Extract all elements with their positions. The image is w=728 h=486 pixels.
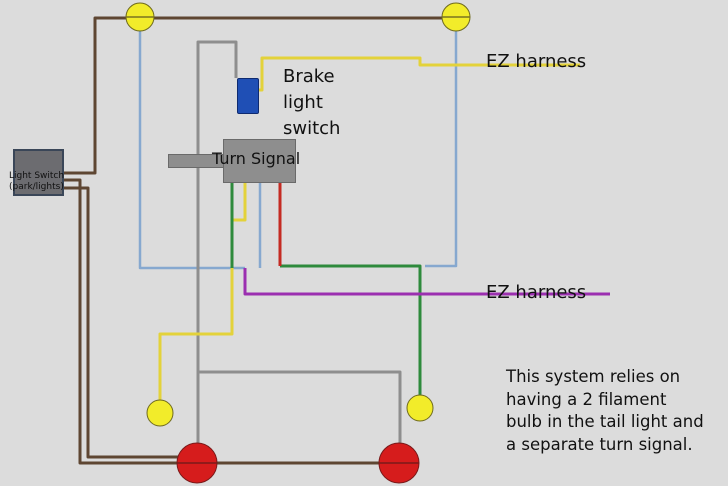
turn-signal-box — [223, 139, 296, 183]
turn-signal-label: Turn Signal — [212, 149, 301, 168]
blue-wire-left — [138, 18, 245, 270]
marker-light-top-right — [441, 2, 471, 32]
brown-wires — [64, 16, 456, 465]
yellow-wire-turn — [158, 183, 247, 410]
marker-light-bottom-left — [146, 399, 174, 427]
ez-harness-top-label: EZ harness — [486, 51, 587, 72]
brown-wire-top — [64, 16, 456, 175]
marker-light-bottom-right — [406, 394, 434, 422]
blue-wires — [138, 18, 458, 270]
yellow-wire-brake — [257, 56, 580, 92]
brown-wire-outer — [64, 178, 410, 465]
tail-light-left — [176, 442, 218, 484]
blue-wire-right — [425, 18, 458, 268]
green-wire — [230, 183, 422, 405]
brown-wire-inner — [64, 186, 190, 459]
gray-wire-main — [196, 40, 238, 463]
brake-switch-label: Brake light switch — [283, 66, 341, 139]
brake-switch-box — [237, 78, 259, 114]
light-switch-box — [13, 149, 64, 196]
light-switch-label: Light Switch (park/lights) — [9, 171, 65, 192]
marker-light-top-left — [125, 2, 155, 32]
yellow-wires — [158, 56, 580, 410]
tail-lights — [176, 442, 420, 484]
marker-lights — [125, 2, 471, 427]
ez-harness-bottom-label: EZ harness — [486, 282, 587, 303]
gray-wires — [196, 40, 402, 463]
system-note: This system relies on having a 2 filamen… — [506, 367, 704, 454]
gray-wire-lower — [198, 370, 402, 463]
purple-wire — [243, 268, 610, 296]
tail-light-right — [378, 442, 420, 484]
